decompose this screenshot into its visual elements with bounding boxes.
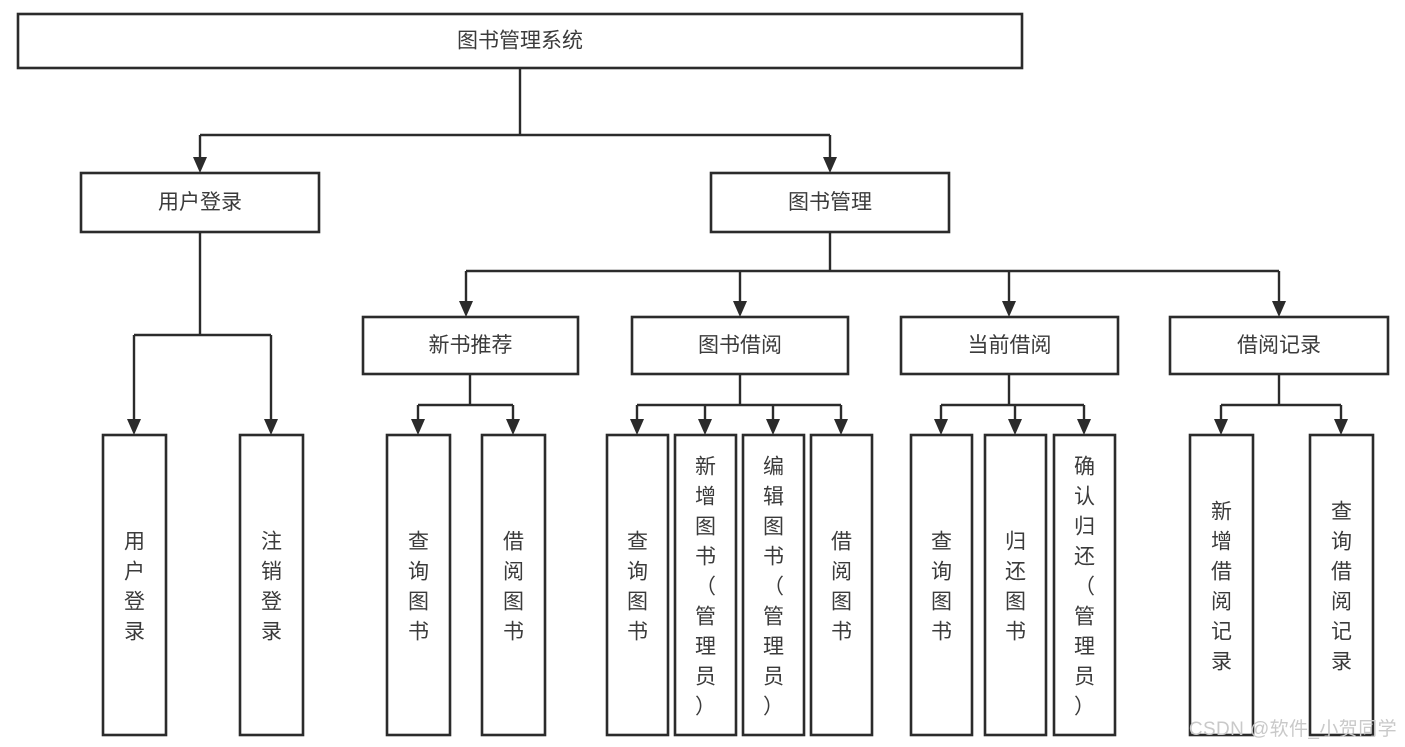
node-leaf-query-book-3[interactable]: 查询图书 (909, 433, 974, 737)
node-label: 图书管理系统 (457, 30, 583, 53)
node-book-borrow[interactable]: 图书借阅 (630, 315, 850, 376)
node-leaf-return-book[interactable]: 归还图书 (983, 433, 1048, 737)
node-box[interactable] (1188, 433, 1255, 737)
node-box[interactable] (983, 433, 1048, 737)
node-box[interactable] (673, 433, 738, 737)
node-book-manage[interactable]: 图书管理 (709, 171, 951, 234)
node-label: 图书管理 (788, 191, 872, 214)
node-box[interactable] (101, 433, 168, 737)
node-label: 注销登录 (261, 530, 282, 643)
node-leaf-query-record[interactable]: 查询借阅记录 (1308, 433, 1375, 737)
node-leaf-user-login[interactable]: 用户登录 (101, 433, 168, 737)
node-box[interactable] (79, 171, 321, 234)
node-box[interactable] (238, 433, 305, 737)
node-box[interactable] (1308, 433, 1375, 737)
node-box[interactable] (909, 433, 974, 737)
arrow-head-icon (459, 301, 473, 317)
node-label: 查询图书 (408, 530, 429, 643)
node-label: 编辑图书（管理员） (763, 455, 784, 718)
arrow-head-icon (1077, 419, 1091, 435)
arrow-head-icon (264, 419, 278, 435)
node-box[interactable] (361, 315, 580, 376)
node-box[interactable] (1052, 433, 1117, 737)
arrow-head-icon (127, 419, 141, 435)
node-borrow-record[interactable]: 借阅记录 (1168, 315, 1390, 376)
arrow-head-icon (1334, 419, 1348, 435)
node-box[interactable] (605, 433, 670, 737)
node-leaf-borrow-book-1[interactable]: 借阅图书 (480, 433, 547, 737)
watermark-text: CSDN @软件_小贺同学 (1188, 719, 1397, 740)
connector-group-bookborrow-to-leaves (630, 374, 848, 435)
node-box[interactable] (1168, 315, 1390, 376)
node-leaf-edit-book[interactable]: 编辑图书（管理员） (741, 433, 806, 737)
arrow-head-icon (506, 419, 520, 435)
node-box[interactable] (899, 315, 1120, 376)
node-leaf-borrow-book-2[interactable]: 借阅图书 (809, 433, 874, 737)
arrow-head-icon (1002, 301, 1016, 317)
connector-group-bookmanage-to-level2 (459, 232, 1286, 317)
connector-group-newbook-to-leaves (411, 374, 520, 435)
node-leaf-add-record[interactable]: 新增借阅记录 (1188, 433, 1255, 737)
arrow-head-icon (834, 419, 848, 435)
connector-group-currentborrow-to-leaves (934, 374, 1091, 435)
arrow-head-icon (411, 419, 425, 435)
node-label: 归还图书 (1005, 530, 1026, 643)
arrow-head-icon (630, 419, 644, 435)
node-label: 用户登录 (124, 530, 145, 643)
node-leaf-query-book-2[interactable]: 查询图书 (605, 433, 670, 737)
arrow-head-icon (193, 157, 207, 173)
node-box[interactable] (741, 433, 806, 737)
node-leaf-logout[interactable]: 注销登录 (238, 433, 305, 737)
node-label: 图书借阅 (698, 334, 782, 357)
node-label: 借阅图书 (503, 530, 524, 643)
arrow-head-icon (698, 419, 712, 435)
node-new-book-rec[interactable]: 新书推荐 (361, 315, 580, 376)
node-user-login[interactable]: 用户登录 (79, 171, 321, 234)
node-root[interactable]: 图书管理系统 (16, 12, 1024, 70)
node-label: 借阅图书 (831, 530, 852, 643)
arrow-head-icon (1008, 419, 1022, 435)
arrow-head-icon (1214, 419, 1228, 435)
arrow-head-icon (733, 301, 747, 317)
node-label: 新书推荐 (429, 334, 513, 357)
node-box[interactable] (709, 171, 951, 234)
node-label: 查询图书 (627, 530, 648, 643)
arrow-head-icon (823, 157, 837, 173)
node-box[interactable] (809, 433, 874, 737)
node-leaf-confirm-return[interactable]: 确认归还（管理员） (1052, 433, 1117, 737)
node-box[interactable] (385, 433, 452, 737)
connector-group-borrowrecord-to-leaves (1214, 374, 1348, 435)
connector-group-userlogin-to-leaves (127, 232, 278, 435)
arrow-head-icon (934, 419, 948, 435)
node-layer: 图书管理系统用户登录图书管理新书推荐图书借阅当前借阅借阅记录用户登录注销登录查询… (16, 12, 1390, 737)
node-label: 用户登录 (158, 191, 242, 214)
node-box[interactable] (630, 315, 850, 376)
arrow-head-icon (766, 419, 780, 435)
node-label: 新增图书（管理员） (695, 455, 716, 718)
node-label: 查询图书 (931, 530, 952, 643)
node-box[interactable] (480, 433, 547, 737)
node-box[interactable] (16, 12, 1024, 70)
node-label: 查询借阅记录 (1331, 500, 1352, 673)
node-leaf-query-book-1[interactable]: 查询图书 (385, 433, 452, 737)
node-label: 借阅记录 (1237, 334, 1321, 357)
connector-group-root-to-level1 (193, 68, 837, 173)
node-label: 确认归还（管理员） (1074, 455, 1095, 718)
connector-layer (127, 68, 1348, 435)
node-current-borrow[interactable]: 当前借阅 (899, 315, 1120, 376)
node-label: 当前借阅 (968, 334, 1052, 357)
node-label: 新增借阅记录 (1211, 500, 1232, 673)
node-leaf-add-book[interactable]: 新增图书（管理员） (673, 433, 738, 737)
arrow-head-icon (1272, 301, 1286, 317)
